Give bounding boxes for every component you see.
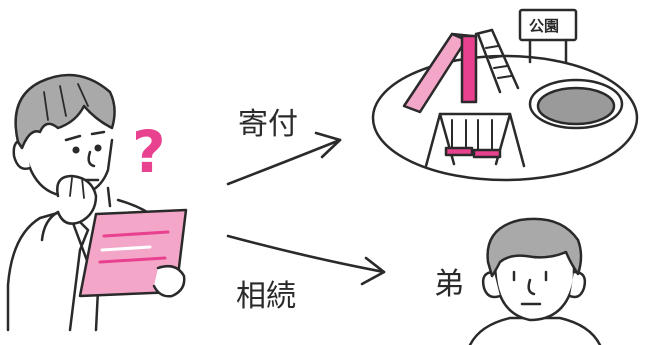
brother-figure xyxy=(468,217,602,345)
brother-label: 弟 xyxy=(434,267,464,302)
park-sign-label: 公園 xyxy=(529,17,559,35)
donation-label: 寄付 xyxy=(238,107,298,142)
slide-icon xyxy=(402,28,520,114)
swing-icon xyxy=(424,112,526,168)
pink-document xyxy=(78,208,188,298)
inheritance-label: 相続 xyxy=(236,279,296,314)
svg-text:?: ? xyxy=(132,118,166,186)
donation-arrow xyxy=(226,131,342,186)
park-illustration: 公園 xyxy=(371,8,639,182)
inheritance-arrow xyxy=(226,234,386,286)
pond-icon xyxy=(528,78,624,130)
question-mark-icon: ? xyxy=(132,118,166,186)
